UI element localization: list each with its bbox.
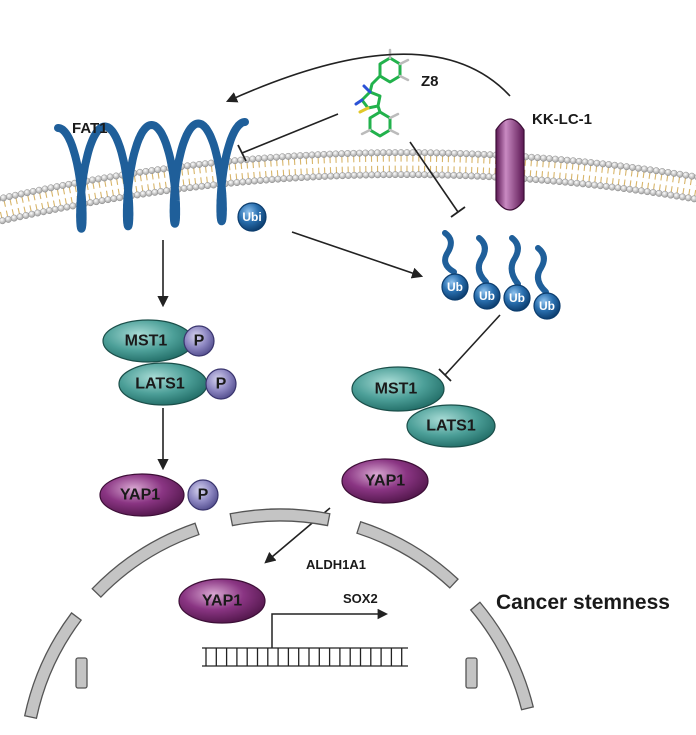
lats1-phospho: LATS1 P	[118, 362, 237, 406]
ub-chain-3: Ub	[503, 235, 531, 312]
ub-inhibits-hippo-kinases	[438, 314, 501, 382]
yap1-label-nuclear: YAP1	[202, 593, 242, 610]
yap1-label-left: YAP1	[120, 487, 160, 504]
mst1-label-right: MST1	[375, 381, 418, 398]
lats1-label-left: LATS1	[135, 376, 185, 393]
z8-label: Z8	[421, 73, 439, 90]
kk-lc-1-protein	[495, 118, 525, 211]
aldh1a1-label: ALDH1A1	[306, 557, 366, 572]
ub-cluster: Ub Ub Ub Ub	[441, 230, 561, 320]
kk-lc-1-label: KK-LC-1	[532, 111, 592, 128]
dna-ladder	[202, 647, 408, 667]
nuclear-envelope	[23, 508, 535, 720]
z8-inhibits-ubiquitination	[409, 141, 466, 218]
ub-label-1: Ub	[447, 280, 463, 294]
fat1-receptor	[54, 118, 249, 233]
ub-chain-4: Ub	[533, 245, 561, 320]
ub-label-4: Ub	[539, 299, 555, 313]
molecule-structure-icon	[354, 48, 410, 138]
ubi-label: Ubi	[242, 210, 261, 224]
p-label-yap1: P	[198, 487, 209, 504]
fat1-label: FAT1	[72, 120, 108, 137]
p-label-lats1: P	[216, 376, 227, 393]
yap1-nuclear: YAP1	[178, 578, 266, 624]
yap1-free: YAP1	[341, 458, 429, 504]
mst1-label-left: MST1	[125, 333, 168, 350]
ub-label-2: Ub	[479, 289, 495, 303]
lats1-label-right: LATS1	[426, 418, 476, 435]
z8-inhibits-fat1	[237, 113, 339, 162]
yap1-label-right: YAP1	[365, 473, 405, 490]
sox2-label: SOX2	[343, 591, 378, 606]
mst1-phospho: MST1 P	[102, 319, 215, 363]
transcription-start-arrow	[271, 608, 389, 648]
kk-lc-1-to-fat1-arrow	[225, 53, 511, 103]
cell-membrane	[0, 149, 696, 225]
ubi-to-ub-arrow	[291, 231, 424, 279]
ub-label-3: Ub	[509, 291, 525, 305]
p-label-mst1: P	[194, 333, 205, 350]
cancer-stemness-label: Cancer stemness	[496, 591, 670, 614]
mst1-unphospho: MST1	[351, 366, 445, 412]
lats1-unphospho: LATS1	[406, 404, 496, 448]
ubi-tag: Ubi	[237, 202, 267, 232]
ub-chain-1: Ub	[441, 230, 469, 301]
yap1-phospho: YAP1 P	[99, 473, 219, 517]
ub-chain-2: Ub	[473, 235, 501, 310]
